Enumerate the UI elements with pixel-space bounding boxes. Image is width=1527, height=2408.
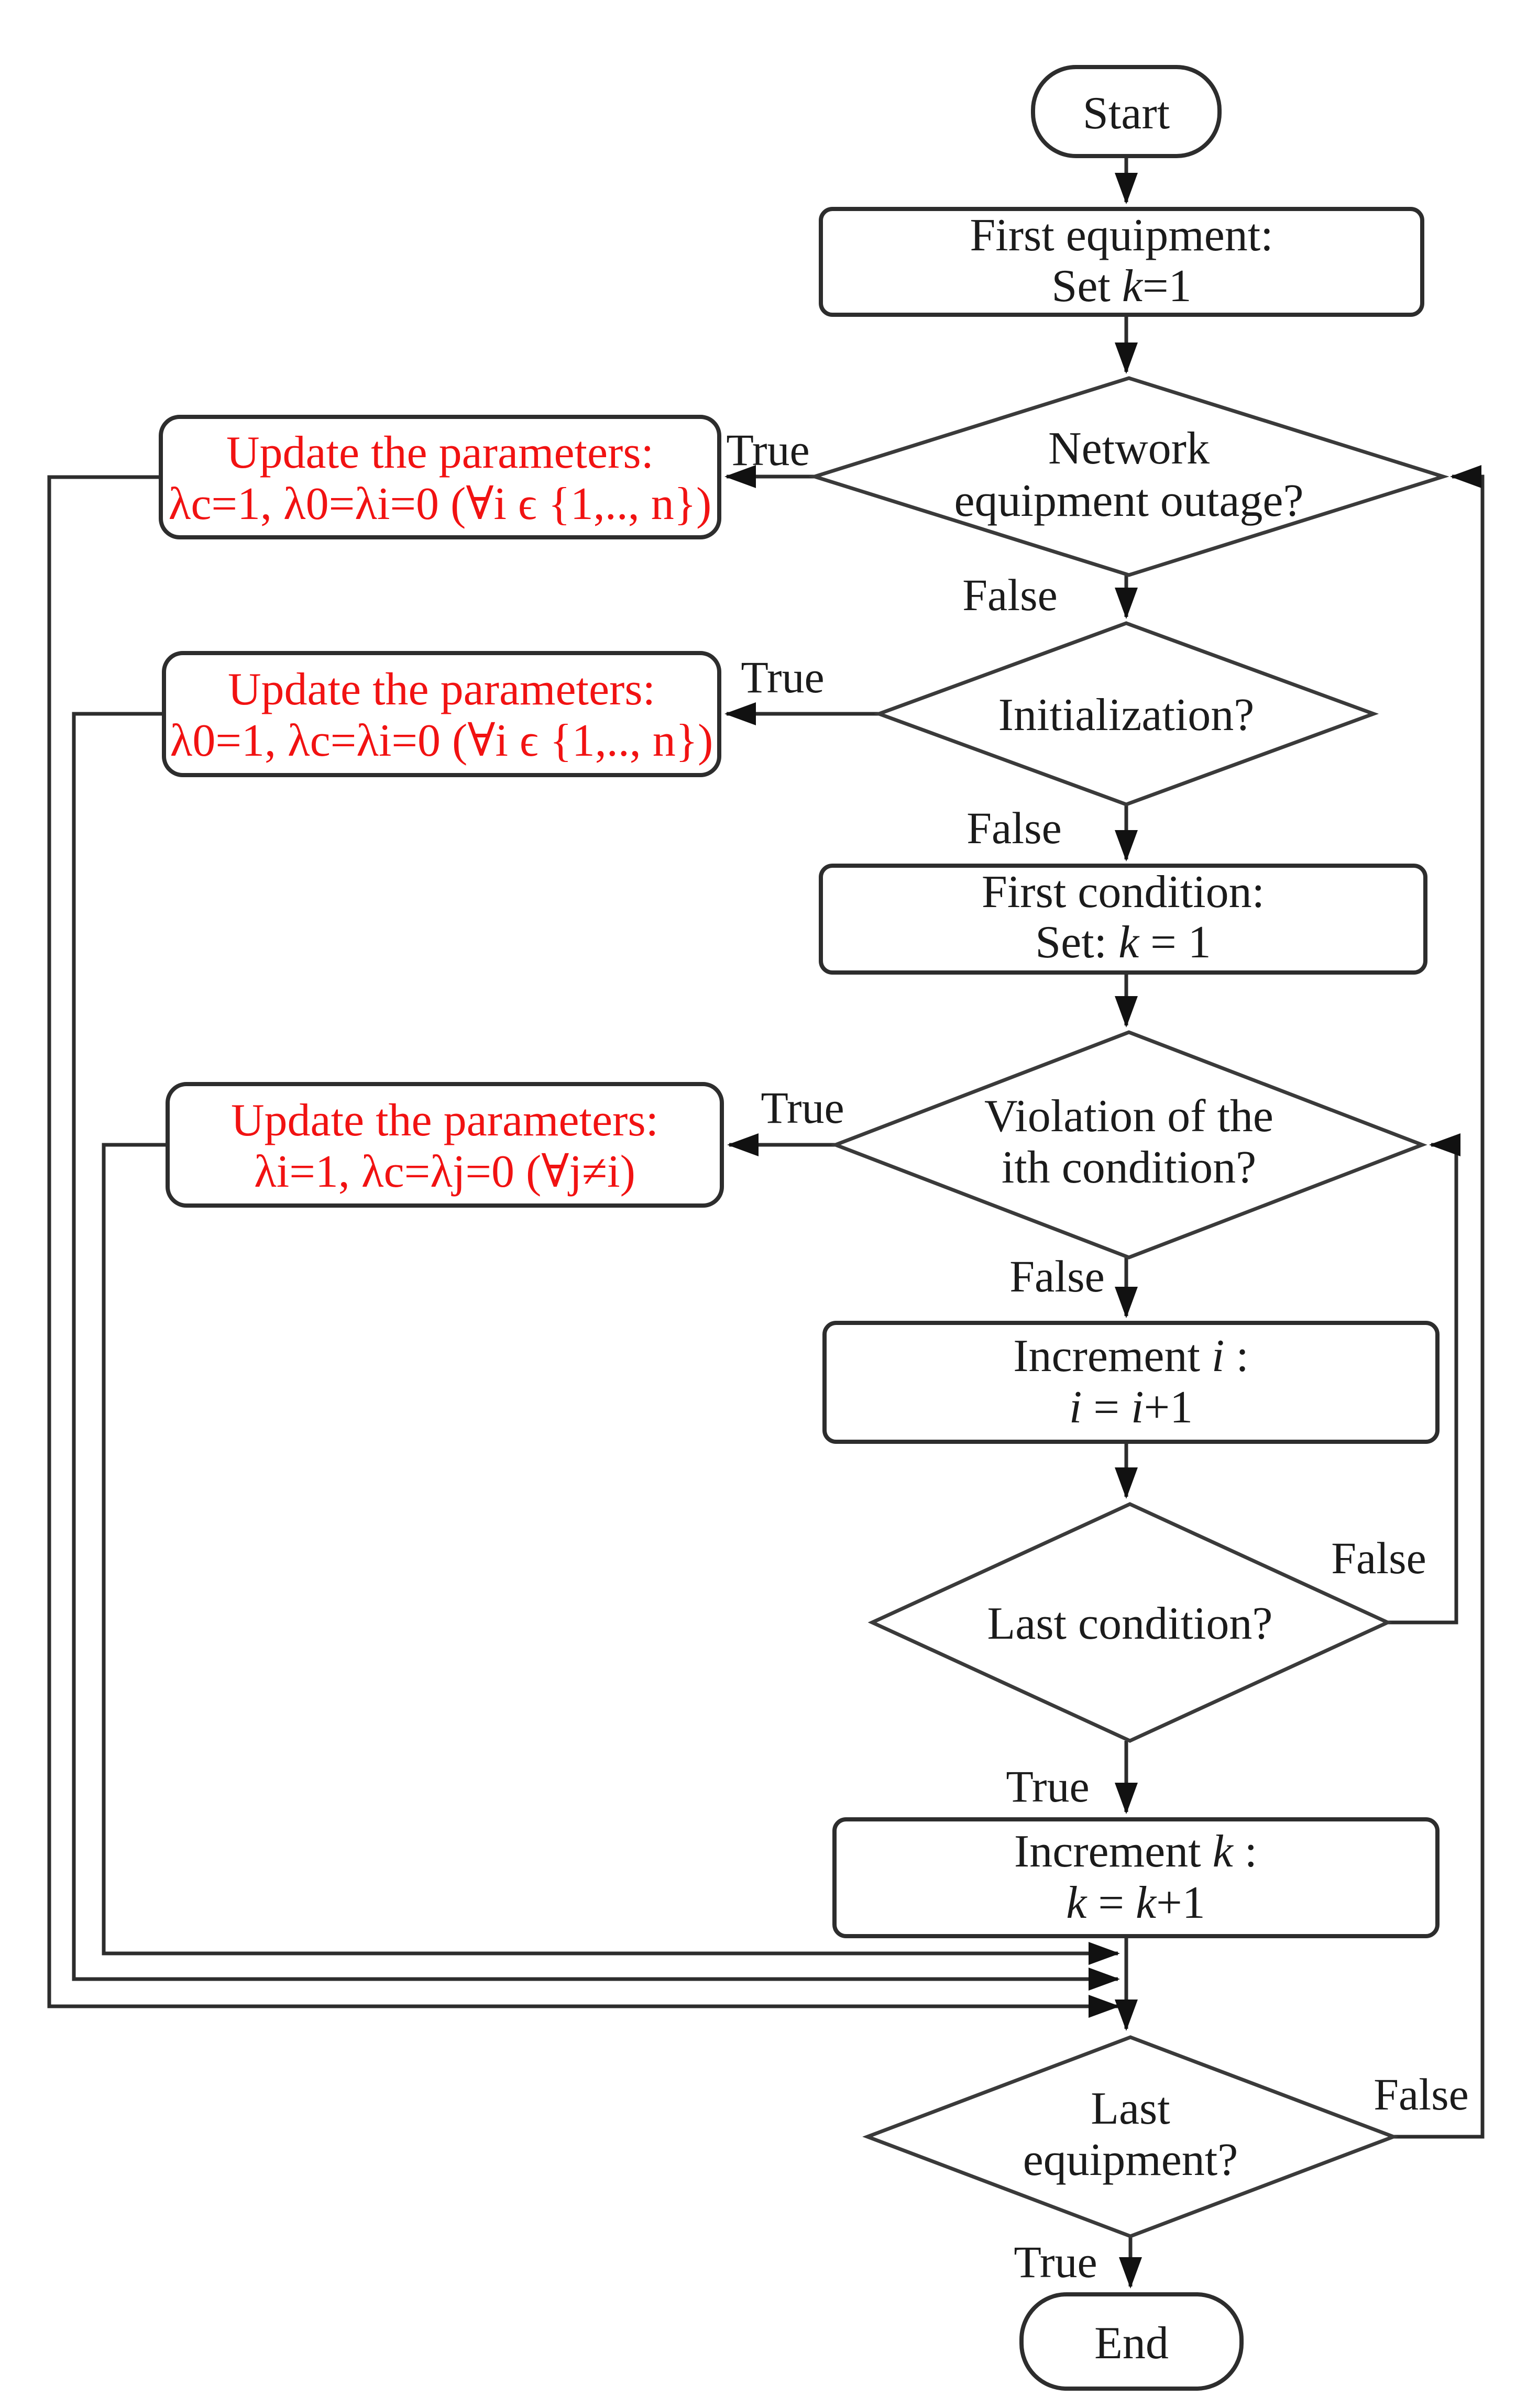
increment-i-line1: Increment i : <box>1013 1331 1249 1382</box>
node-first-condition: First condition: Set: k = 1 <box>819 864 1427 975</box>
initialization-line1: Initialization? <box>998 690 1255 741</box>
network-outage-shape <box>808 376 1449 577</box>
last-equipment-shape <box>862 2035 1399 2238</box>
increment-i-line2: i = i+1 <box>1069 1382 1193 1433</box>
node-last-equipment: Last equipment? <box>862 2035 1399 2238</box>
first-condition-shape <box>819 864 1427 975</box>
update-params-init-shape <box>162 651 721 777</box>
last-equipment-line2: equipment? <box>1023 2135 1238 2185</box>
node-increment-i: Increment i : i = i+1 <box>822 1321 1440 1444</box>
node-initialization: Initialization? <box>873 621 1379 807</box>
update-params-outage-line2: λc=1, λ0=λi=0 (∀i ϵ {1,.., n}) <box>169 479 712 529</box>
first-equipment-line1: First equipment: <box>970 210 1273 261</box>
node-violation: Violation of the ith condition? <box>830 1030 1427 1260</box>
label-network-false: False <box>962 570 1058 620</box>
branch-labels: True False True False True False False T… <box>726 425 1468 2287</box>
node-increment-k: Increment k : k = k+1 <box>832 1817 1440 1938</box>
increment-k-line1: Increment k : <box>1014 1826 1257 1877</box>
network-outage-line1: Network <box>1048 423 1210 474</box>
first-equipment-shape <box>819 207 1424 317</box>
first-condition-line2: Set: k = 1 <box>1035 917 1211 968</box>
first-condition-line1: First condition: <box>982 867 1265 918</box>
increment-k-line2: k = k+1 <box>1066 1877 1205 1928</box>
label-violation-false: False <box>1009 1251 1105 1301</box>
violation-line2: ith condition? <box>1002 1142 1256 1193</box>
node-update-params-init: Update the parameters: λ0=1, λc=λi=0 (∀i… <box>162 651 721 777</box>
end-shape <box>1019 2292 1244 2391</box>
edge-redbox3-feedback-rail <box>102 1143 1120 1965</box>
label-network-true: True <box>726 425 809 475</box>
node-update-params-outage: Update the parameters: λc=1, λ0=λi=0 (∀i… <box>159 415 721 539</box>
edge-last-condition-false-rail <box>1388 1133 1460 1625</box>
increment-k-shape <box>832 1817 1440 1938</box>
last-condition-line1: Last condition? <box>987 1598 1273 1649</box>
network-outage-line2: equipment outage? <box>954 476 1303 526</box>
first-equipment-line2: Set k=1 <box>1051 261 1191 312</box>
update-params-violation-line1: Update the parameters: <box>231 1095 658 1146</box>
label-violation-true: True <box>761 1083 844 1133</box>
label-last-equipment-false: False <box>1374 2069 1469 2119</box>
label-last-equipment-true: True <box>1014 2237 1097 2287</box>
edge-redbox1-feedback-rail <box>47 475 1120 2018</box>
node-end: End <box>1019 2292 1244 2391</box>
update-params-init-line2: λ0=1, λc=λi=0 (∀i ϵ {1,.., n}) <box>170 715 713 766</box>
update-params-violation-line2: λi=1, λc=λj=0 (∀j≠i) <box>254 1146 635 1197</box>
node-last-condition: Last condition? <box>867 1502 1392 1743</box>
edge-redbox2-feedback-rail <box>72 712 1120 1991</box>
node-start: Start <box>1031 65 1222 158</box>
violation-shape <box>830 1030 1427 1260</box>
edges <box>47 156 1485 2289</box>
edge-last-equipment-false-rail <box>1393 465 1485 2139</box>
node-first-equipment: First equipment: Set k=1 <box>819 207 1424 317</box>
start-label: Start <box>1083 88 1170 139</box>
initialization-shape <box>873 621 1379 807</box>
label-init-true: True <box>741 652 824 702</box>
increment-i-shape <box>822 1321 1440 1444</box>
update-params-outage-shape <box>159 415 721 539</box>
label-last-condition-false: False <box>1331 1533 1426 1583</box>
node-update-params-violation: Update the parameters: λi=1, λc=λj=0 (∀j… <box>166 1082 724 1208</box>
update-params-init-line1: Update the parameters: <box>228 664 655 715</box>
update-params-outage-line1: Update the parameters: <box>226 427 654 478</box>
end-label: End <box>1094 2318 1169 2369</box>
label-last-condition-true: True <box>1006 1761 1089 1811</box>
last-equipment-line1: Last <box>1091 2083 1170 2134</box>
last-condition-shape <box>867 1502 1392 1743</box>
node-network-outage: Network equipment outage? <box>808 376 1449 577</box>
nodes: Start First equipment: Set k=1 Network e… <box>159 65 1449 2391</box>
update-params-violation-shape <box>166 1082 724 1208</box>
start-shape <box>1031 65 1222 158</box>
violation-line1: Violation of the <box>984 1091 1273 1142</box>
label-init-false: False <box>966 803 1062 853</box>
